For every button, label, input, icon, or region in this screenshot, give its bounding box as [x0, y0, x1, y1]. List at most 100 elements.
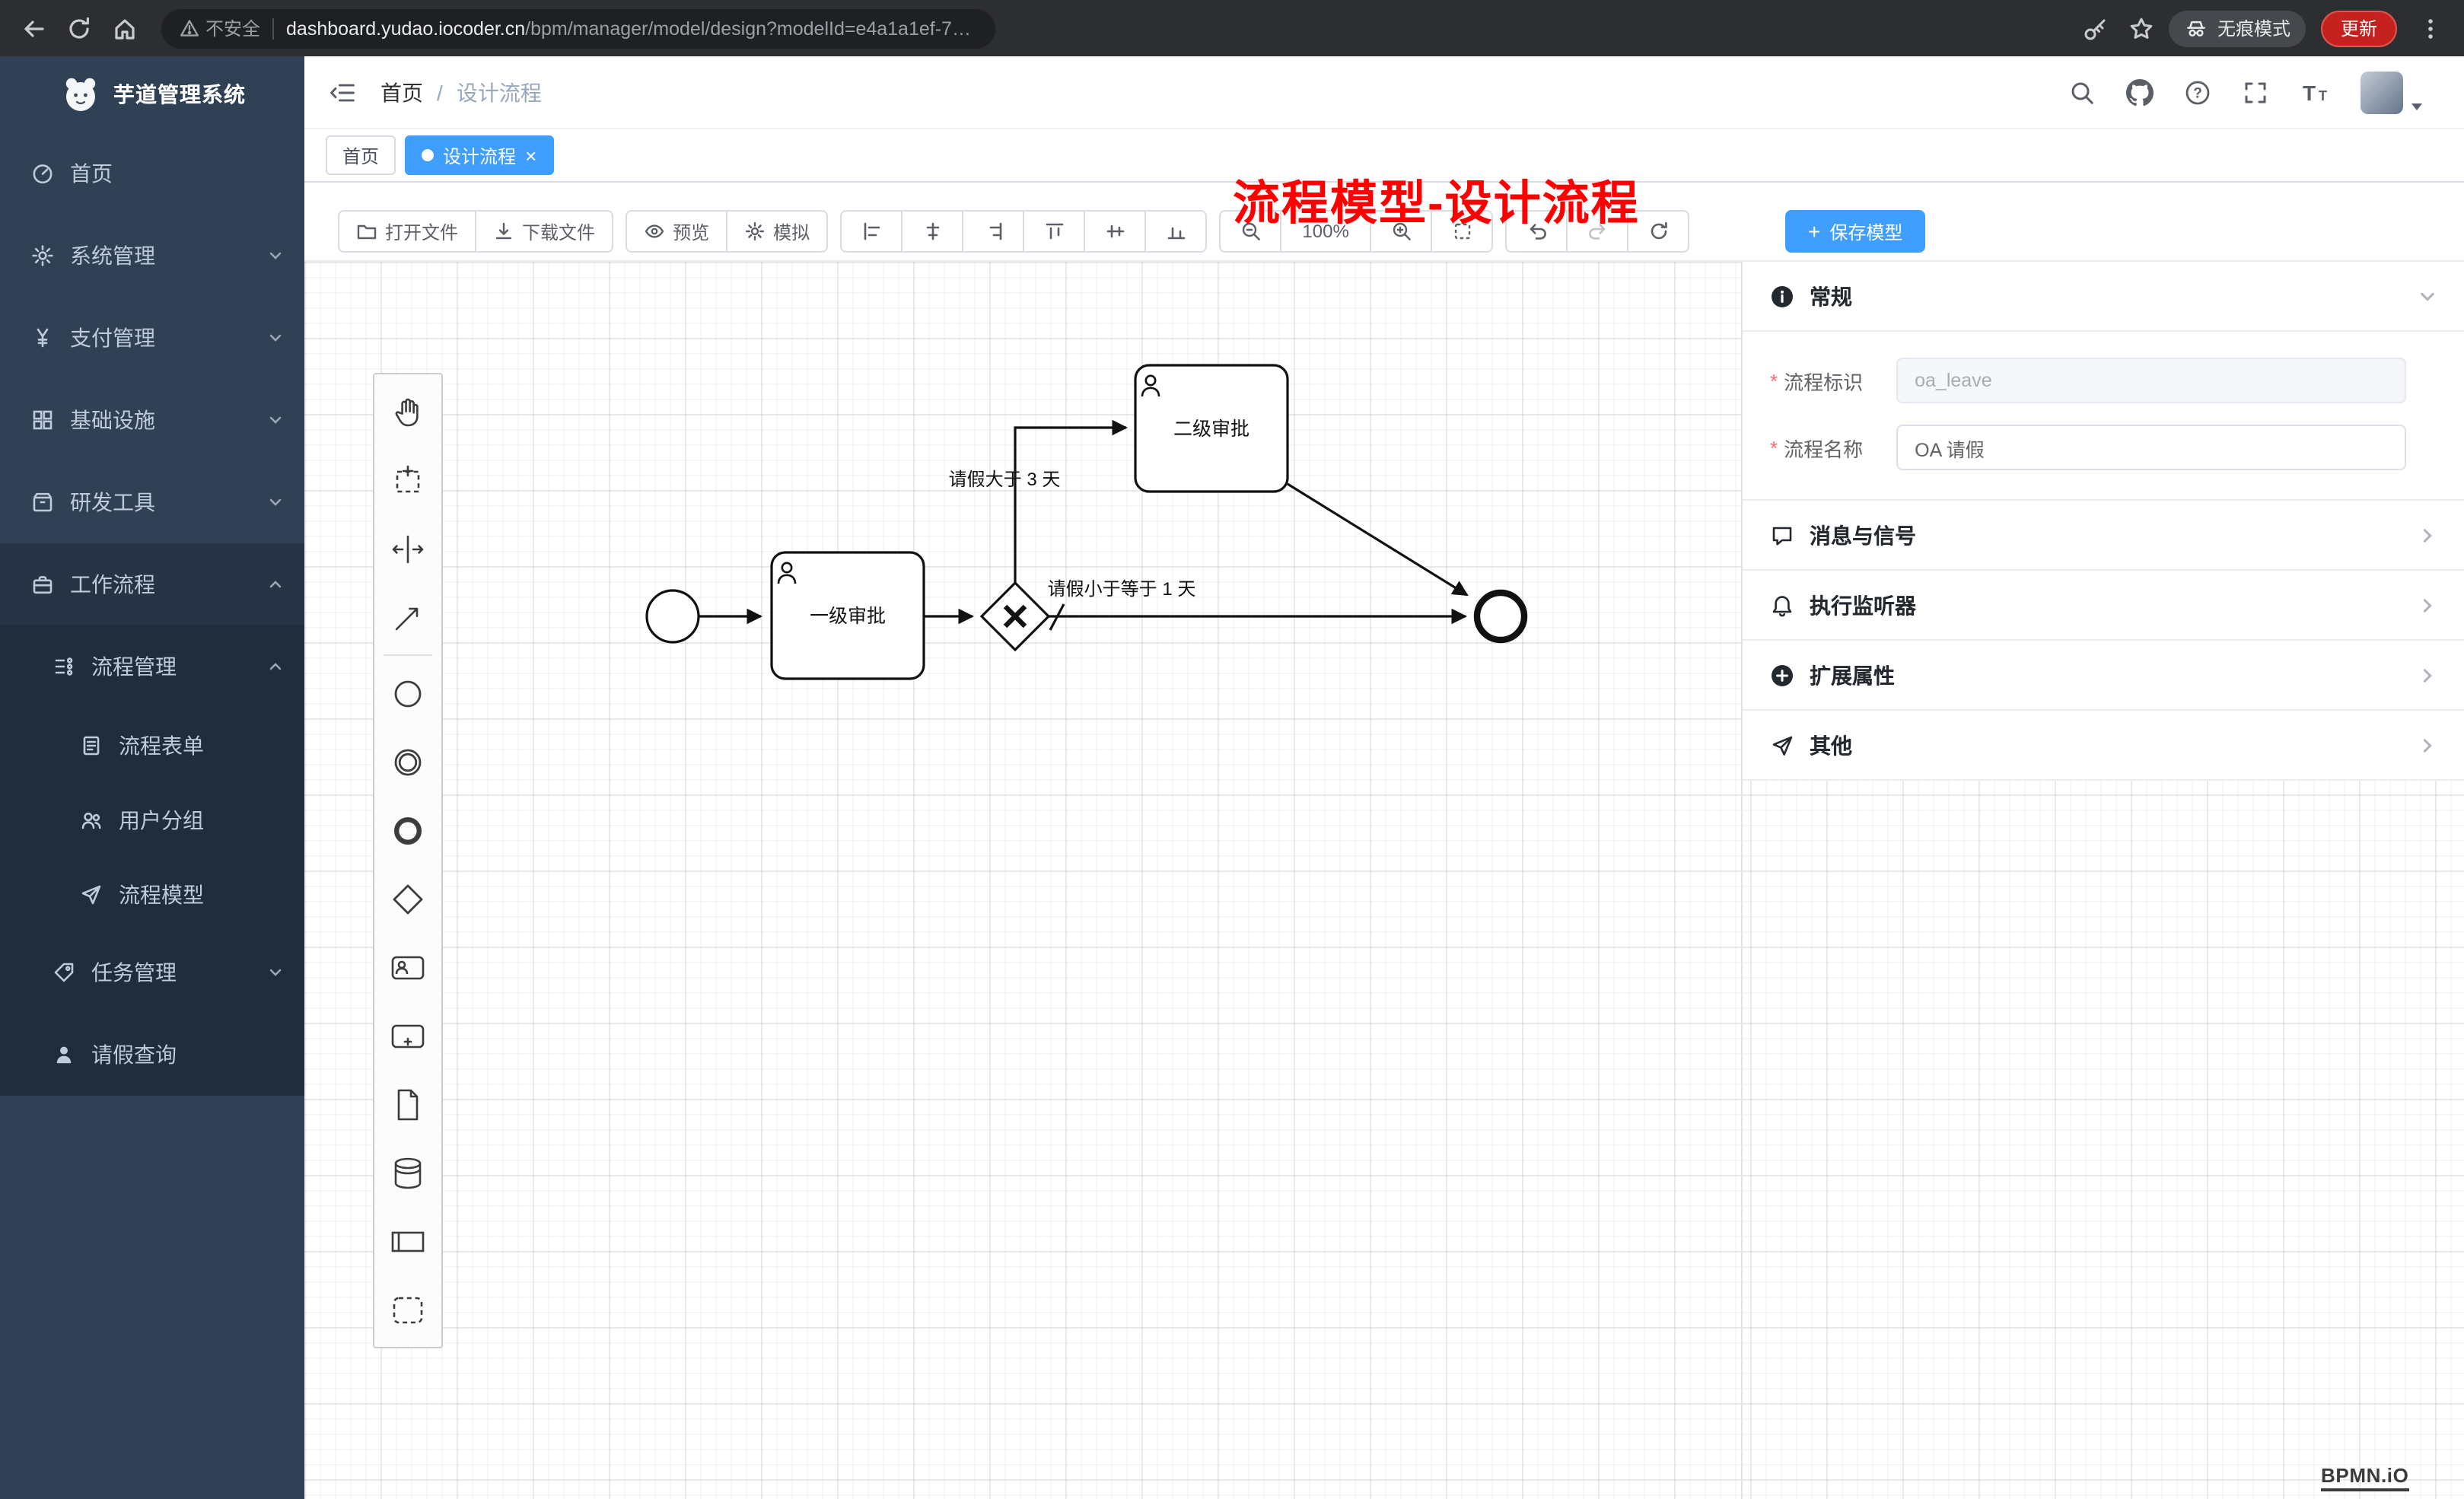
sidebar-item-workflow[interactable]: 工作流程 [0, 543, 304, 625]
app-title: 芋道管理系统 [113, 82, 246, 107]
reload-button[interactable] [61, 10, 97, 46]
restart-button[interactable] [1627, 210, 1690, 253]
sidebar-item-system[interactable]: 系统管理 [0, 215, 304, 297]
panel-section-listeners[interactable]: 执行监听器 [1743, 571, 2464, 641]
sidebar-item-leave-query[interactable]: 请假查询 [0, 1014, 304, 1096]
sidebar-item-task-mgmt[interactable]: 任务管理 [0, 931, 304, 1014]
close-icon[interactable]: × [525, 144, 537, 167]
bpmn-canvas[interactable]: 一级审批 二级审批 请假大于 3 天 请假小于等于 1 天 [304, 262, 2464, 1499]
header-search-button[interactable] [2068, 78, 2096, 106]
panel-section-general[interactable]: 常规 [1743, 262, 2464, 332]
redo-button[interactable] [1566, 210, 1629, 253]
fullscreen-button[interactable] [2242, 78, 2269, 106]
sidebar-item-process-form[interactable]: 流程表单 [0, 708, 304, 782]
briefcase-icon [33, 576, 53, 594]
github-button[interactable] [2126, 78, 2154, 106]
align-middle-icon [1106, 224, 1124, 238]
align-bottom-icon [1167, 227, 1185, 240]
palette-participant[interactable] [374, 1207, 441, 1275]
tab-design-process[interactable]: 设计流程 × [405, 135, 554, 175]
undo-button[interactable] [1505, 210, 1568, 253]
home-button[interactable] [107, 10, 143, 46]
align-right-button[interactable] [962, 210, 1025, 253]
panel-section-other[interactable]: 其他 [1743, 711, 2464, 781]
user-avatar-menu[interactable] [2361, 71, 2424, 113]
sidebar-toggle-button[interactable] [329, 78, 356, 106]
sequence-flow-to-end-from-task2[interactable] [1287, 482, 1469, 597]
chevron-right-icon [2418, 526, 2437, 544]
sidebar-item-payment[interactable]: 支付管理 [0, 297, 304, 379]
yen-icon [37, 328, 49, 348]
browser-update-button[interactable]: 更新 [2320, 10, 2397, 46]
zoom-in-button[interactable] [1370, 210, 1433, 253]
url-bar[interactable]: 不安全 dashboard.yudao.iocoder.cn/bpm/manag… [161, 8, 995, 48]
palette-group[interactable] [374, 1275, 441, 1344]
align-bottom-button[interactable] [1144, 210, 1208, 253]
align-left-button[interactable] [840, 210, 903, 253]
bpmn-io-watermark[interactable]: BPMN.iO [2321, 1464, 2409, 1491]
open-file-button[interactable]: 打开文件 [338, 210, 477, 253]
tab-label: 设计流程 [443, 145, 517, 167]
palette-end-event[interactable] [374, 796, 441, 864]
star-icon [2130, 17, 2153, 38]
palette-intermediate-event[interactable] [374, 727, 441, 796]
home-icon [115, 18, 135, 39]
align-middle-button[interactable] [1084, 210, 1147, 253]
panel-section-extensions[interactable]: 扩展属性 [1743, 641, 2464, 711]
panel-section-messages[interactable]: 消息与信号 [1743, 501, 2464, 571]
panel-divider [1741, 262, 1743, 1499]
start-event-node[interactable] [645, 589, 700, 644]
browser-menu-button[interactable] [2412, 10, 2449, 46]
kebab-menu-icon [2428, 18, 2433, 38]
password-key-button[interactable] [2077, 10, 2114, 46]
task-second-approval[interactable] [1134, 364, 1289, 493]
main-content: 首页 / 设计流程 ? [304, 56, 2464, 1499]
users-icon [81, 811, 101, 829]
align-top-button[interactable] [1023, 210, 1086, 253]
bookmark-star-button[interactable] [2123, 10, 2160, 46]
sidebar-item-home[interactable]: 首页 [0, 132, 304, 215]
user-task-icon [391, 955, 425, 979]
section-title: 其他 [1810, 733, 1852, 757]
palette-hand-tool[interactable] [374, 377, 441, 446]
incognito-badge: 无痕模式 [2168, 10, 2306, 46]
download-file-button[interactable]: 下载文件 [475, 210, 614, 253]
sidebar-item-infra[interactable]: 基础设施 [0, 379, 304, 461]
palette-connect-tool[interactable] [374, 583, 441, 651]
simulate-button[interactable]: 模拟 [726, 210, 829, 253]
sidebar-item-label: 基础设施 [70, 408, 155, 432]
chevron-down-icon [268, 965, 283, 980]
help-button[interactable]: ? [2184, 78, 2211, 106]
tab-home[interactable]: 首页 [326, 135, 396, 175]
sidebar-item-process-mgmt[interactable]: 流程管理 [0, 625, 304, 708]
preview-button[interactable]: 预览 [626, 210, 728, 253]
back-button[interactable] [15, 10, 52, 46]
zoom-out-button[interactable] [1219, 210, 1282, 253]
save-model-button[interactable]: + 保存模型 [1785, 210, 1926, 253]
sidebar-item-process-model[interactable]: 流程模型 [0, 857, 304, 931]
align-center-h-button[interactable] [901, 210, 964, 253]
palette-start-event[interactable] [374, 659, 441, 727]
undo-icon [1529, 224, 1546, 240]
sidebar-item-devtools[interactable]: 研发工具 [0, 461, 304, 543]
breadcrumb-home[interactable]: 首页 [380, 80, 423, 104]
folder-icon [357, 224, 377, 240]
end-event-node[interactable] [1473, 589, 1528, 644]
plus-circle-icon [1772, 664, 1793, 686]
refresh-icon [1650, 221, 1667, 240]
sidebar-item-user-group[interactable]: 用户分组 [0, 782, 304, 857]
sidebar-item-label: 系统管理 [70, 243, 155, 268]
palette-space-tool[interactable] [374, 514, 441, 583]
palette-lasso-tool[interactable] [374, 446, 441, 514]
palette-data-store[interactable] [374, 1138, 441, 1207]
app-logo[interactable]: 芋道管理系统 [0, 56, 304, 132]
zoom-reset-button[interactable] [1431, 210, 1494, 253]
palette-subprocess[interactable] [374, 1001, 441, 1070]
palette-data-object[interactable] [374, 1070, 441, 1138]
palette-gateway[interactable] [374, 864, 441, 933]
palette-user-task[interactable] [374, 933, 441, 1001]
process-name-input[interactable] [1896, 425, 2406, 470]
sidebar-item-label: 流程表单 [119, 733, 204, 757]
sequence-flow-gt3[interactable] [1014, 419, 1129, 583]
